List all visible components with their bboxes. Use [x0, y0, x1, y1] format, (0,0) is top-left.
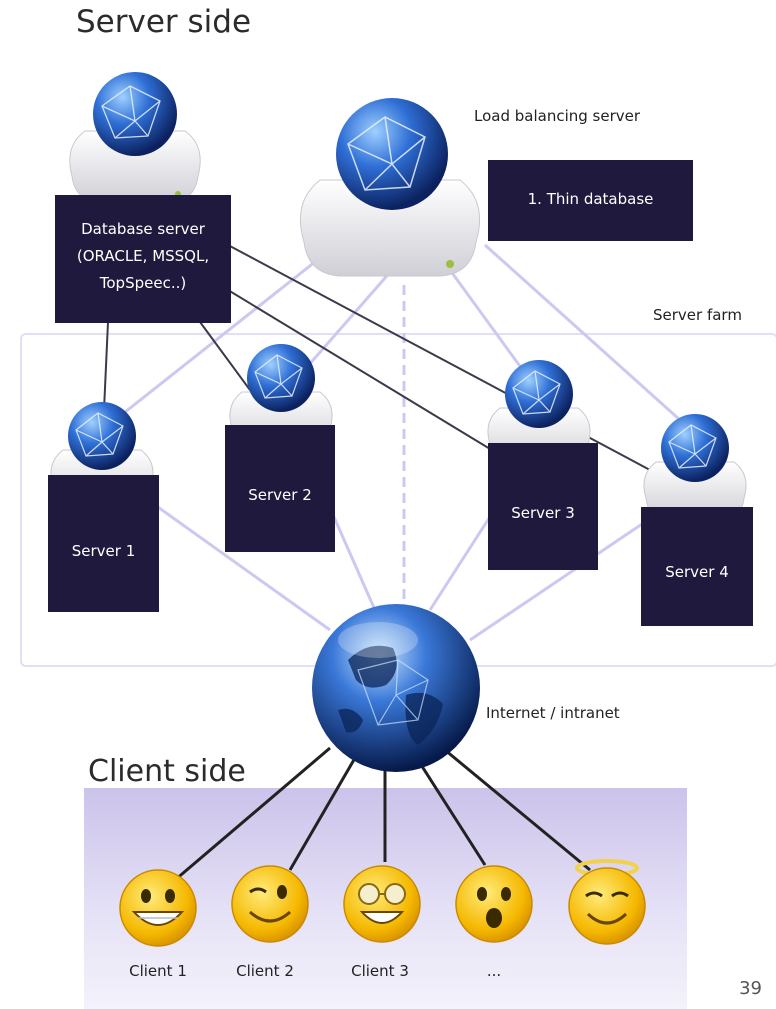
db-to-server2-link: [199, 321, 251, 391]
server4-box: Server 4: [641, 507, 753, 626]
client4-smiley-icon: [455, 865, 533, 943]
thin-database-label: 1. Thin database: [527, 190, 654, 208]
database-server-icon: [69, 72, 201, 203]
client2-smiley-icon: [231, 865, 309, 943]
internet-label: Internet / intranet: [486, 704, 620, 722]
database-line3: TopSpeec..): [99, 274, 187, 292]
server-farm-label: Server farm: [653, 306, 742, 324]
page-number: 39: [739, 978, 762, 999]
db-to-server1-link: [103, 321, 109, 411]
database-server-box: Database server (ORACLE, MSSQL, TopSpeec…: [55, 195, 231, 323]
db-to-server3-link: [227, 289, 501, 456]
internet-to-client5-link: [444, 748, 591, 872]
load-balancing-server-icon: [299, 98, 481, 277]
internet-to-client1-link: [174, 746, 331, 882]
server3-label: Server 3: [511, 504, 575, 522]
lb-to-server4-link: [483, 243, 682, 422]
client5-angel-smiley-icon: [568, 859, 646, 945]
server2-label: Server 2: [248, 486, 312, 504]
server-side-heading: Server side: [76, 4, 252, 40]
internet-to-client4-link: [416, 759, 487, 866]
server2-box: Server 2: [225, 425, 335, 552]
load-balancing-label: Load balancing server: [474, 107, 641, 125]
client-ellipsis-label: ...: [486, 962, 502, 980]
server1-label: Server 1: [71, 542, 136, 560]
lb-to-server1-link: [114, 248, 331, 422]
internet-to-client2-link: [288, 757, 357, 871]
lb-to-server3-link: [448, 269, 532, 381]
thin-database-box: 1. Thin database: [488, 160, 693, 241]
client1-smiley-icon: [119, 869, 197, 947]
client3-smiley-icon: [343, 865, 421, 943]
client3-label: Client 3: [351, 962, 409, 980]
internet-globe-icon: [312, 604, 480, 772]
client1-label: Client 1: [129, 962, 187, 980]
database-line2: (ORACLE, MSSQL,: [76, 247, 210, 265]
server4-icon: [643, 414, 747, 520]
lb-to-server2-link: [298, 269, 394, 376]
client2-label: Client 2: [236, 962, 294, 980]
database-line1: Database server: [81, 220, 205, 238]
server4-label: Server 4: [665, 563, 729, 581]
client-side-heading: Client side: [88, 754, 246, 789]
server3-box: Server 3: [488, 443, 598, 570]
server1-box: Server 1: [48, 475, 159, 612]
server4-to-internet-link: [469, 518, 649, 642]
server1-to-internet-link: [154, 503, 331, 632]
